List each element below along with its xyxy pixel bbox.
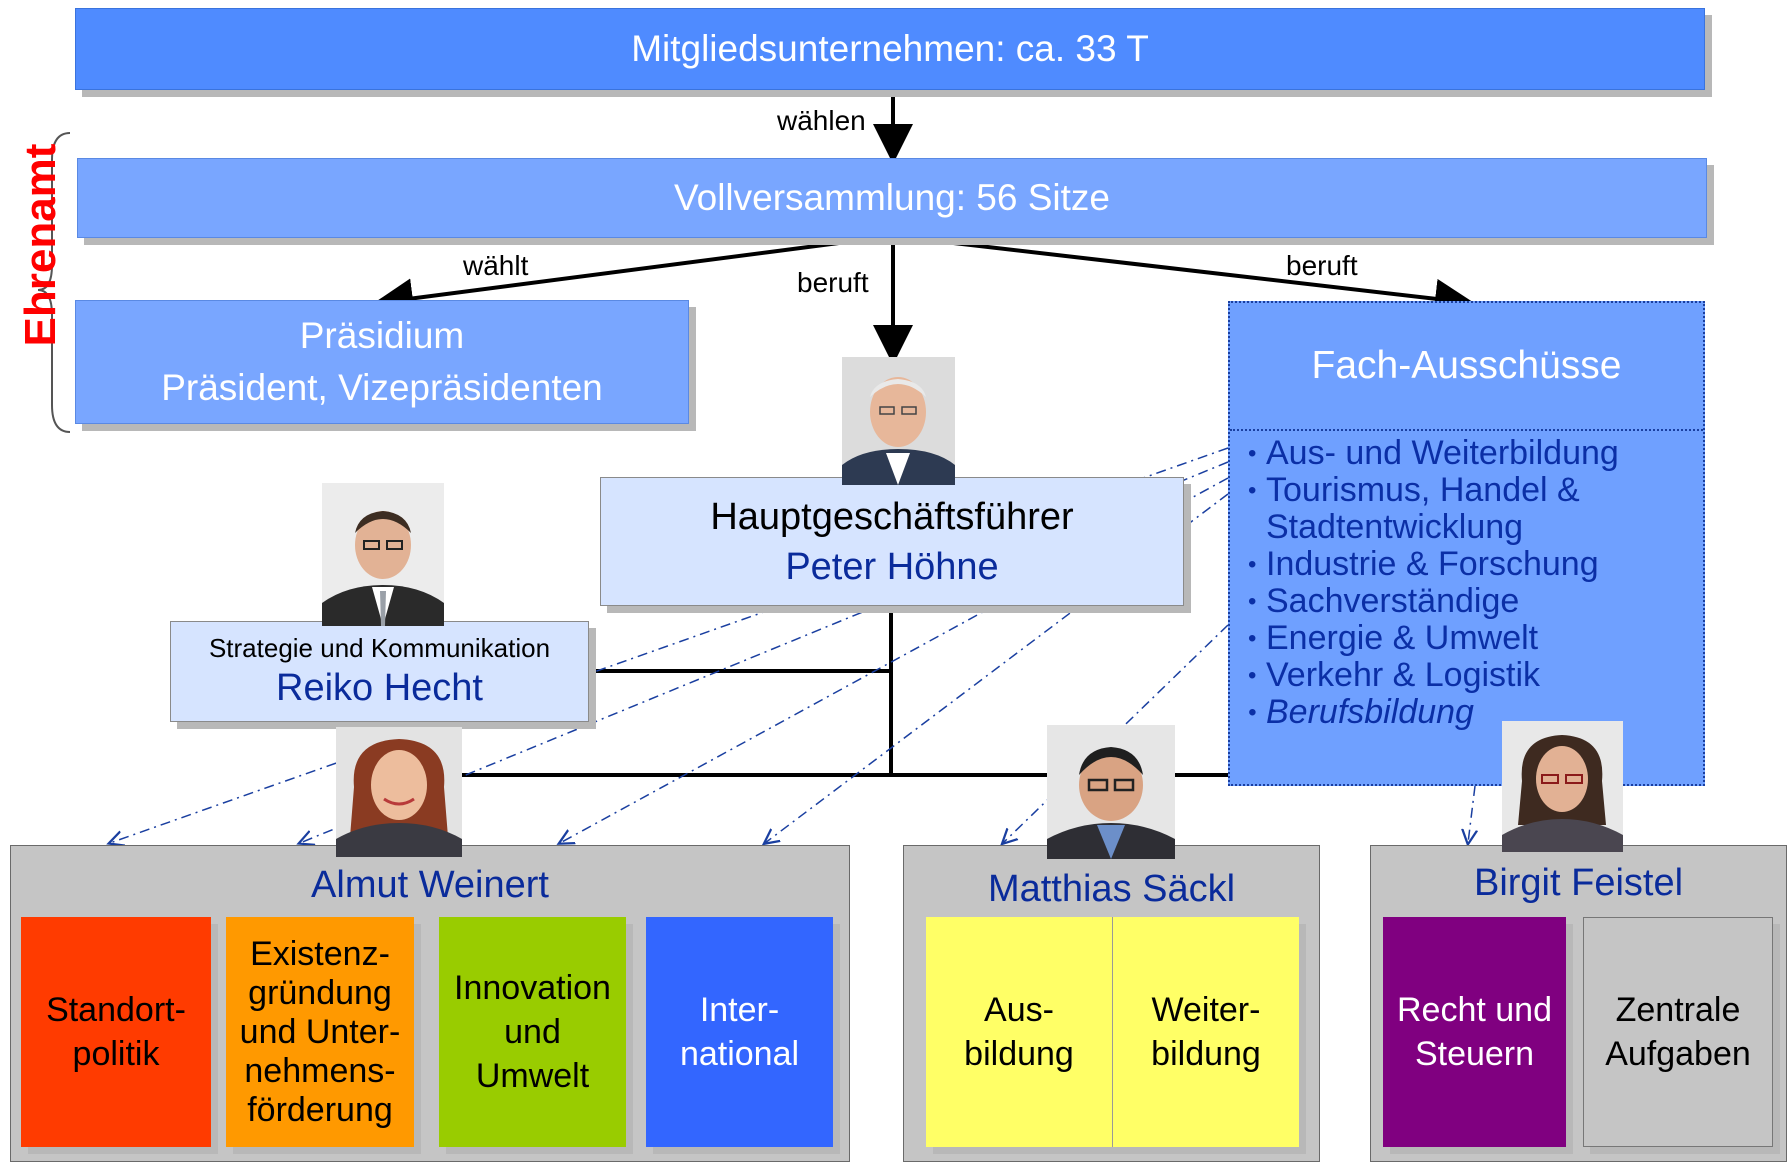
committee-link-6 xyxy=(1468,785,1475,843)
unit-label: Zentrale Aufgaben xyxy=(1605,991,1751,1073)
department-head: Matthias Säckl xyxy=(987,868,1236,910)
unit-label: Existenz-gründung und Unter-nehmens-förd… xyxy=(239,934,401,1129)
committees-list: Aus- und Weiterbildung Tourismus, Handel… xyxy=(1248,435,1636,732)
department-weinert: Almut Weinert Standort-politik Existenz-… xyxy=(10,845,850,1162)
presidium-subtitle: Präsident, Vizepräsidenten xyxy=(161,367,603,408)
elect-label: wählen xyxy=(777,105,866,136)
strategy-photo xyxy=(322,483,444,626)
department-feistel: Birgit Feistel Recht und Steuern Zentral… xyxy=(1370,845,1787,1162)
department-head: Almut Weinert xyxy=(311,864,549,906)
strategy-box: Strategie und Kommunikation Reiko Hecht xyxy=(170,621,589,722)
committee-item: Energie & Umwelt xyxy=(1248,620,1636,658)
member-companies-box: Mitgliedsunternehmen: ca. 33 T xyxy=(75,8,1705,90)
unit-label: Recht und Steuern xyxy=(1397,991,1552,1073)
unit-standortpolitik: Standort-politik xyxy=(21,917,211,1147)
general-assembly-label: Vollversammlung: 56 Sitze xyxy=(674,177,1110,218)
ceo-photo xyxy=(842,357,955,485)
appoints-ceo-label: beruft xyxy=(797,267,869,298)
weinert-photo xyxy=(336,727,462,857)
committees-box: Fach-Ausschüsse Aus- und Weiterbildung T… xyxy=(1228,301,1705,786)
member-companies-label: Mitgliedsunternehmen: ca. 33 T xyxy=(631,28,1149,69)
committee-item: Tourismus, Handel & Stadtentwicklung xyxy=(1248,472,1636,546)
unit-label: Aus-bildung xyxy=(964,991,1074,1073)
committee-item: Sachverständige xyxy=(1248,583,1636,621)
department-head: Birgit Feistel xyxy=(1473,862,1684,904)
presidium-box: Präsidium Präsident, Vizepräsidenten xyxy=(75,300,689,424)
committee-item: Verkehr & Logistik xyxy=(1248,657,1636,695)
committee-item: Industrie & Forschung xyxy=(1248,546,1636,584)
strategy-name: Reiko Hecht xyxy=(276,666,483,709)
committee-item: Berufsbildung xyxy=(1248,694,1636,732)
general-assembly-box: Vollversammlung: 56 Sitze xyxy=(77,158,1707,238)
unit-ausbildung: Aus-bildung xyxy=(926,917,1112,1147)
unit-label: Innovation und Umwelt xyxy=(454,969,611,1095)
committees-title: Fach-Ausschüsse xyxy=(1230,303,1703,431)
committee-item: Aus- und Weiterbildung xyxy=(1248,435,1636,473)
unit-weiterbildung: Weiter-bildung xyxy=(1112,917,1299,1147)
strategy-role: Strategie und Kommunikation xyxy=(208,632,551,663)
ceo-role: Hauptgeschäftsführer xyxy=(710,495,1074,538)
unit-existenzgruendung: Existenz-gründung und Unter-nehmens-förd… xyxy=(226,917,414,1147)
unit-zentrale-aufgaben: Zentrale Aufgaben xyxy=(1583,917,1773,1147)
elects-presidium-label: wählt xyxy=(463,250,529,281)
department-saeckl: Matthias Säckl Aus-bildung Weiter-bildun… xyxy=(903,845,1320,1162)
unit-label: Inter-national xyxy=(679,991,800,1073)
unit-label: Standort-politik xyxy=(46,991,186,1073)
honorary-side-label: Ehrenamt xyxy=(16,143,65,347)
assembly-to-committees-arrow xyxy=(892,234,1475,319)
ceo-name: Peter Höhne xyxy=(785,545,999,588)
unit-recht-steuern: Recht und Steuern xyxy=(1383,917,1566,1147)
presidium-title: Präsidium xyxy=(299,315,465,356)
ceo-box: Hauptgeschäftsführer Peter Höhne xyxy=(600,477,1184,606)
feistel-photo xyxy=(1502,721,1623,852)
saeckl-photo xyxy=(1047,725,1175,859)
appoints-committees-label: beruft xyxy=(1286,250,1358,281)
unit-label: Weiter-bildung xyxy=(1151,991,1261,1073)
unit-international: Inter-national xyxy=(646,917,833,1147)
unit-innovation-umwelt: Innovation und Umwelt xyxy=(439,917,626,1147)
